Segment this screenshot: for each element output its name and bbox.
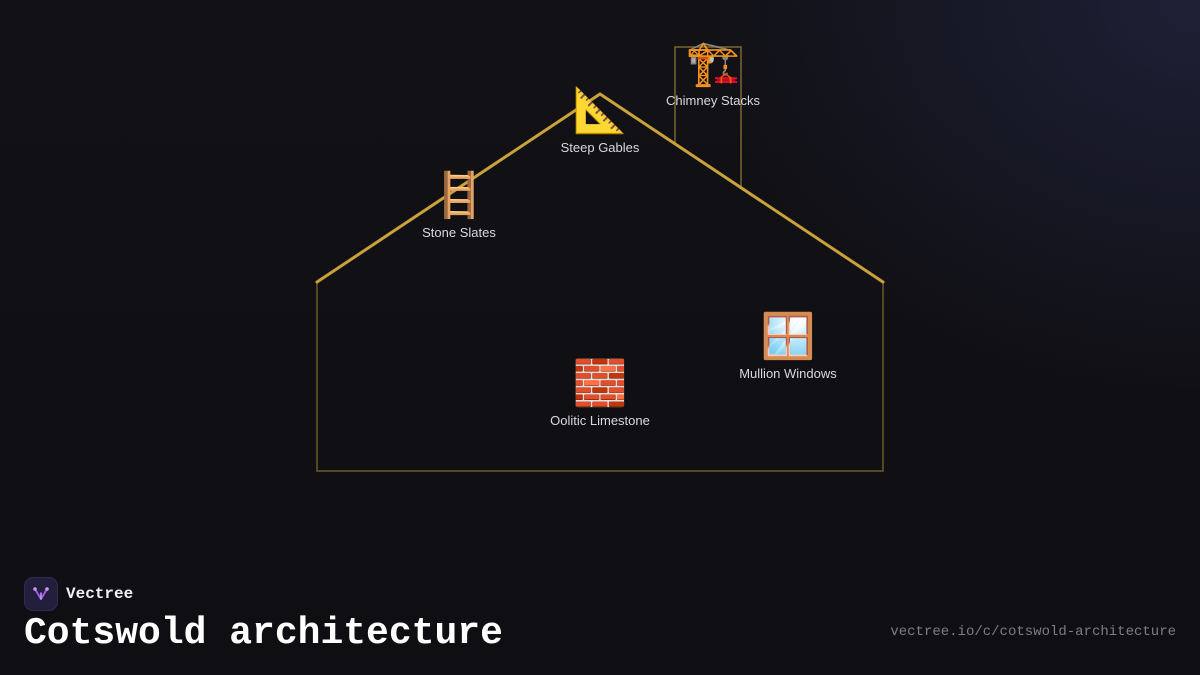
house-walls xyxy=(316,282,884,472)
page-title: Cotswold architecture xyxy=(24,612,503,655)
node-label: Oolitic Limestone xyxy=(550,413,650,428)
node-oolitic-limestone: 🧱 Oolitic Limestone xyxy=(520,359,680,428)
ladder-icon: 🪜 xyxy=(431,171,487,220)
node-label: Mullion Windows xyxy=(739,366,837,381)
node-steep-gables: 📐 Steep Gables xyxy=(520,86,680,155)
vectree-logo-mark xyxy=(33,587,49,600)
crane-icon: 🏗️ xyxy=(685,39,741,88)
node-label: Steep Gables xyxy=(560,140,640,155)
node-label: Chimney Stacks xyxy=(666,93,760,108)
node-stone-slates: 🪜 Stone Slates xyxy=(379,171,539,240)
brick-icon: 🧱 xyxy=(572,359,628,408)
triangular-ruler-icon: 📐 xyxy=(572,86,628,135)
node-chimney-stacks: 🏗️ Chimney Stacks xyxy=(633,39,793,108)
brand-name: Vectree xyxy=(66,585,134,603)
node-mullion-windows: 🪟 Mullion Windows xyxy=(708,312,868,381)
roof-outline xyxy=(315,92,885,284)
chimney-outline xyxy=(674,46,742,188)
window-icon: 🪟 xyxy=(760,312,816,361)
vectree-fork-logo xyxy=(24,577,58,611)
node-label: Stone Slates xyxy=(422,225,496,240)
page-url[interactable]: vectree.io/c/cotswold-architecture xyxy=(890,624,1176,640)
brand[interactable]: Vectree xyxy=(24,577,133,611)
